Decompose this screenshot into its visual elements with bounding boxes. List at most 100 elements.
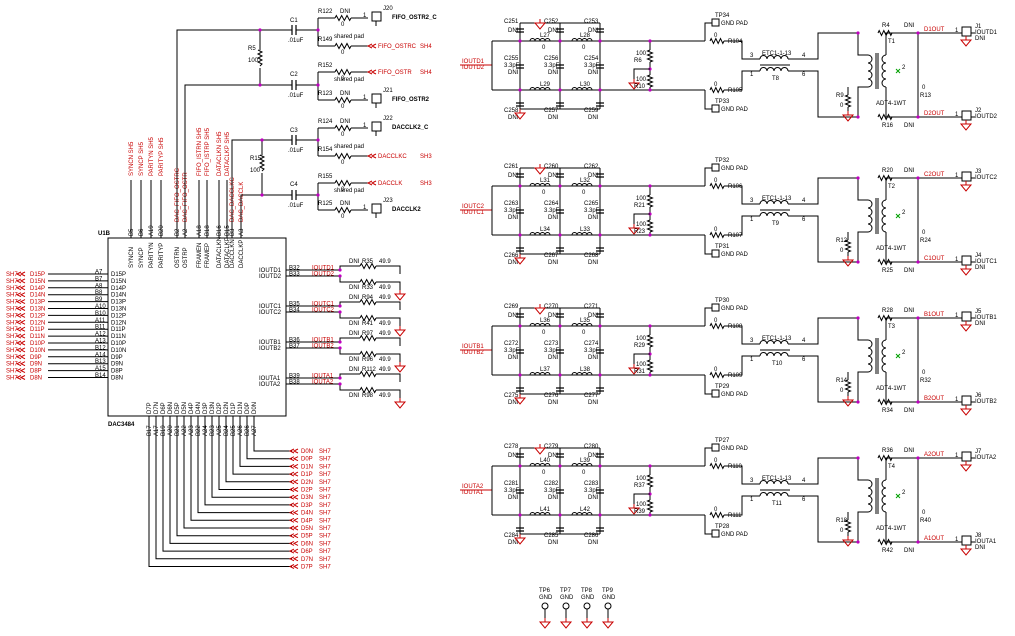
r-side-val: 0	[922, 230, 926, 236]
net-sheet: SH7	[319, 518, 331, 524]
r-ref-bot: R96	[362, 357, 374, 363]
pin-name: D12N	[111, 320, 126, 326]
cap-bot: C257	[544, 108, 559, 114]
xfmr-part: ADT4-1WT	[876, 101, 906, 107]
ind-val: 0	[542, 330, 546, 336]
c4-capacitor: C4 .01uF	[288, 182, 318, 209]
r-val: 49.9	[379, 259, 391, 265]
r100-val: 100	[636, 222, 647, 228]
net-label: D12P	[30, 313, 45, 319]
ind-ref: L42	[580, 507, 591, 513]
pin-num: 3	[750, 53, 754, 59]
cap-dni: DNI	[588, 260, 599, 266]
net-sheet: SH4	[420, 70, 432, 76]
rs-ref: R111	[728, 513, 742, 519]
out-net-bot: B2OUT	[924, 396, 944, 402]
r100-val: 100	[636, 196, 647, 202]
pin-name: D15P	[111, 272, 126, 278]
conn-pin: 1	[363, 123, 367, 129]
shared-pad-note: shared pad	[334, 34, 364, 40]
r-up-dni: DNI	[904, 448, 915, 454]
pin-num: 1	[750, 72, 754, 78]
net-sheet: SH7	[319, 449, 331, 455]
cap-mid: C256	[544, 56, 559, 62]
cap-dni: DNI	[588, 28, 599, 34]
net-label: D7P	[301, 565, 313, 571]
ind-ref: L31	[540, 178, 551, 184]
tp-ref: TP8	[581, 588, 593, 594]
c3-capacitor: C3 .01uF	[288, 128, 318, 154]
clock-section: R5 100 R15 100 C1 .01uF C2 .01uF C3 .01u…	[176, 6, 437, 238]
cap-mid: C283	[584, 481, 599, 487]
pin-name: D11P	[111, 327, 126, 333]
cap-dni: DNI	[588, 355, 599, 361]
conn-ref: J8	[975, 533, 982, 539]
net-label: D1P	[301, 472, 313, 478]
cap-top: C262	[584, 164, 599, 170]
r-dni: DNI	[349, 295, 360, 301]
pin-name: D14N	[111, 293, 126, 299]
cap-dni: DNI	[548, 115, 559, 121]
channel-2: IOUTC2IOUTC1C261DNIC2633.3pFDNIC266DNIC2…	[460, 158, 998, 276]
cap-bot: C284	[504, 533, 519, 539]
net-label: PARITYN SH5	[149, 136, 155, 176]
cap-dni: DNI	[508, 260, 519, 266]
ind-ref: L37	[540, 367, 551, 373]
conn-ref: J2	[975, 108, 982, 114]
cap-mid: C273	[544, 341, 559, 347]
pin-ball: B18	[205, 225, 211, 236]
cap-dni: DNI	[508, 173, 519, 179]
pin-num: 1	[750, 217, 754, 223]
balun-ref: T8	[772, 76, 780, 82]
net-label: D11P	[30, 327, 45, 333]
balun-part: ETC1-1-13	[762, 196, 792, 202]
tp-ref: TP6	[539, 588, 551, 594]
r-ref: R122	[318, 9, 333, 15]
balun-ref: T11	[772, 501, 783, 507]
xfmr-part: ADT4-1WT	[876, 526, 906, 532]
pin-name: D13N	[111, 307, 126, 313]
ic-part: DAC3484	[108, 422, 135, 428]
net-label: D5P	[301, 534, 313, 540]
pin-name: SYNCP	[139, 247, 145, 268]
r-ref-bot: R98	[362, 393, 374, 399]
pin-name: SYNCN	[129, 247, 135, 268]
pin-ball: B26	[245, 425, 251, 436]
net-label: IOUTB2	[312, 344, 334, 350]
tp-ref: TP34	[715, 13, 730, 19]
pin-name: IOUTA1	[259, 376, 281, 382]
cap-bot: C285	[544, 533, 559, 539]
r-shunt-ref: R14	[836, 378, 848, 384]
cap-top: C252	[544, 19, 559, 25]
cap-dni: DNI	[548, 260, 559, 266]
cap-dni: DNI	[508, 215, 519, 221]
pin-name: D5N	[182, 402, 188, 414]
conn-ref: J22	[383, 116, 393, 122]
tp-label: GND PAD	[721, 21, 749, 27]
pin-name: D7N	[154, 402, 160, 414]
r-dni: DNI	[349, 259, 360, 265]
r-dn-ref: R42	[882, 548, 894, 554]
conn-name: IOUTA2	[975, 455, 997, 461]
ind-ref: L40	[540, 458, 551, 464]
cap-bot: C258	[504, 108, 519, 114]
conn-pin: 1	[955, 173, 959, 179]
pin-name: D2N	[224, 402, 230, 414]
conn-ref: J23	[383, 198, 393, 204]
pin-name: D13P	[111, 300, 126, 306]
out-net-top: A2OUT	[924, 452, 944, 458]
conn-name: IOUTA1	[975, 539, 997, 545]
r-zero: 0	[341, 50, 345, 56]
pin-num: 4	[802, 338, 806, 344]
cap-val: 3.3pF	[504, 208, 520, 214]
